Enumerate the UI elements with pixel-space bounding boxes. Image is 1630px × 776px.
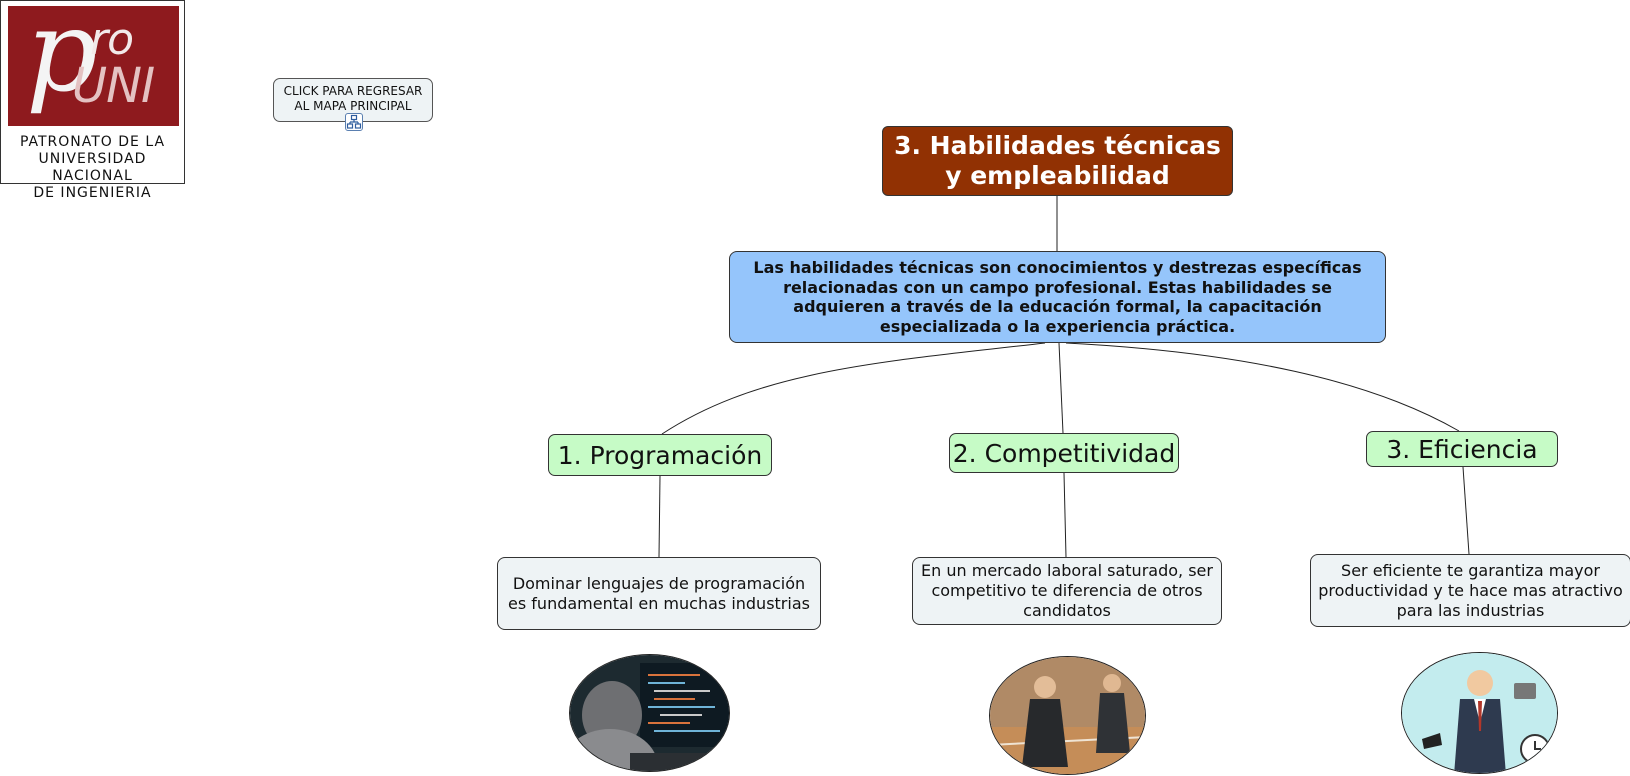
branch-node-programacion[interactable]: 1. Programación [548,434,772,476]
programmer-at-computer-photo [569,654,730,772]
branch-node-competitividad[interactable]: 2. Competitividad [949,433,1179,473]
logo-caption-line: DE INGENIERIA [33,185,152,201]
connector-branch-2-text [1063,472,1067,558]
logo-caption: PATRONATO DE LA UNIVERSIDAD NACIONAL DE … [1,134,184,202]
connector-desc-branch-1 [661,342,1046,435]
branch-node-eficiencia[interactable]: 3. Eficiencia [1366,431,1558,467]
text-node-eficiencia[interactable]: Ser eficiente te garantiza mayor product… [1310,554,1630,627]
prouni-logo: p ro UNI PATRONATO DE LA UNIVERSIDAD NAC… [0,0,185,201]
text-node-competitividad[interactable]: En un mercado laboral saturado, ser comp… [912,557,1222,625]
description-node[interactable]: Las habilidades técnicas son conocimient… [729,251,1386,343]
logo-caption-line: PATRONATO DE LA [19,134,166,150]
connector-desc-branch-2 [1058,342,1064,434]
map-title-node[interactable]: 3. Habilidades técnicas y empleabilidad [882,126,1233,196]
multitasking-businessman-illustration [1401,652,1558,774]
logo-caption-line: UNIVERSIDAD NACIONAL [38,151,147,184]
logo-letters-ro: ro [90,14,134,65]
logo-mark: p ro UNI [8,6,179,126]
business-race-start-photo [989,656,1146,775]
text-node-programacion[interactable]: Dominar lenguajes de programación es fun… [497,557,821,630]
connector-branch-1-text [658,475,661,558]
back-button-line: AL MAPA PRINCIPAL [294,99,412,113]
logo-letters-uni: UNI [72,58,155,114]
logo-letter-p: p [26,6,98,117]
connector-branch-3-text [1462,466,1470,555]
back-button-line: CLICK PARA REGRESAR [283,84,423,98]
connector-desc-branch-3 [1065,342,1460,432]
sitemap-icon[interactable] [345,113,363,131]
